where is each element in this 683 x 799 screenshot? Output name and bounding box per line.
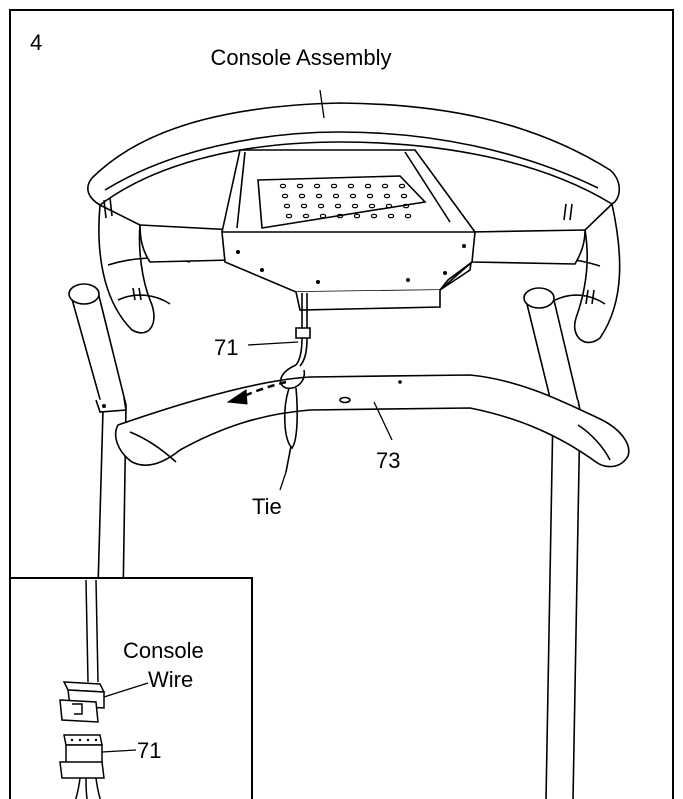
grille-dot bbox=[315, 193, 323, 199]
grille-dot bbox=[387, 213, 395, 219]
grille-dot bbox=[298, 193, 306, 199]
grille-dot bbox=[313, 183, 321, 189]
grille-dot bbox=[353, 213, 361, 219]
grille-dot bbox=[351, 203, 359, 209]
label-console-assembly: Console Assembly bbox=[211, 45, 392, 70]
step-number: 4 bbox=[30, 30, 42, 55]
right-upright bbox=[524, 288, 580, 799]
routing-arrow bbox=[226, 380, 287, 405]
grille-dot bbox=[385, 203, 393, 209]
grille-dot bbox=[383, 193, 391, 199]
inset-panel bbox=[9, 577, 253, 799]
grille-dot bbox=[281, 193, 289, 199]
grille-dot bbox=[398, 183, 406, 189]
grille-dot bbox=[285, 213, 293, 219]
label-part-71: 71 bbox=[214, 335, 238, 360]
outer-frame bbox=[9, 9, 674, 799]
grille-dot bbox=[283, 203, 291, 209]
grille-dot bbox=[347, 183, 355, 189]
grille-dot bbox=[370, 213, 378, 219]
grille-dot bbox=[319, 213, 327, 219]
inset-label-part-71: 71 bbox=[137, 738, 161, 763]
grille-dot bbox=[402, 203, 410, 209]
grille-dot bbox=[364, 183, 372, 189]
grille-dot bbox=[296, 183, 304, 189]
label-part-73: 73 bbox=[376, 448, 400, 473]
grille-dot bbox=[330, 183, 338, 189]
grille-dot bbox=[300, 203, 308, 209]
grille-dot bbox=[381, 183, 389, 189]
inset-label-console: Console bbox=[123, 638, 204, 663]
grille-dot bbox=[400, 193, 408, 199]
inset-label-wire: Wire bbox=[148, 667, 193, 692]
label-tie: Tie bbox=[252, 494, 282, 519]
grille-dot bbox=[336, 213, 344, 219]
leader-lines bbox=[247, 89, 393, 491]
grille-dot bbox=[349, 193, 357, 199]
grille-dot bbox=[334, 203, 342, 209]
grille-dot bbox=[302, 213, 310, 219]
grille-dot bbox=[404, 213, 412, 219]
grille-dot bbox=[317, 203, 325, 209]
grille-dot bbox=[279, 183, 287, 189]
wire-71 bbox=[281, 293, 310, 472]
grille-dot bbox=[368, 203, 376, 209]
fan-grille-dots bbox=[279, 183, 412, 219]
grille-dot bbox=[332, 193, 340, 199]
grille-dot bbox=[366, 193, 374, 199]
